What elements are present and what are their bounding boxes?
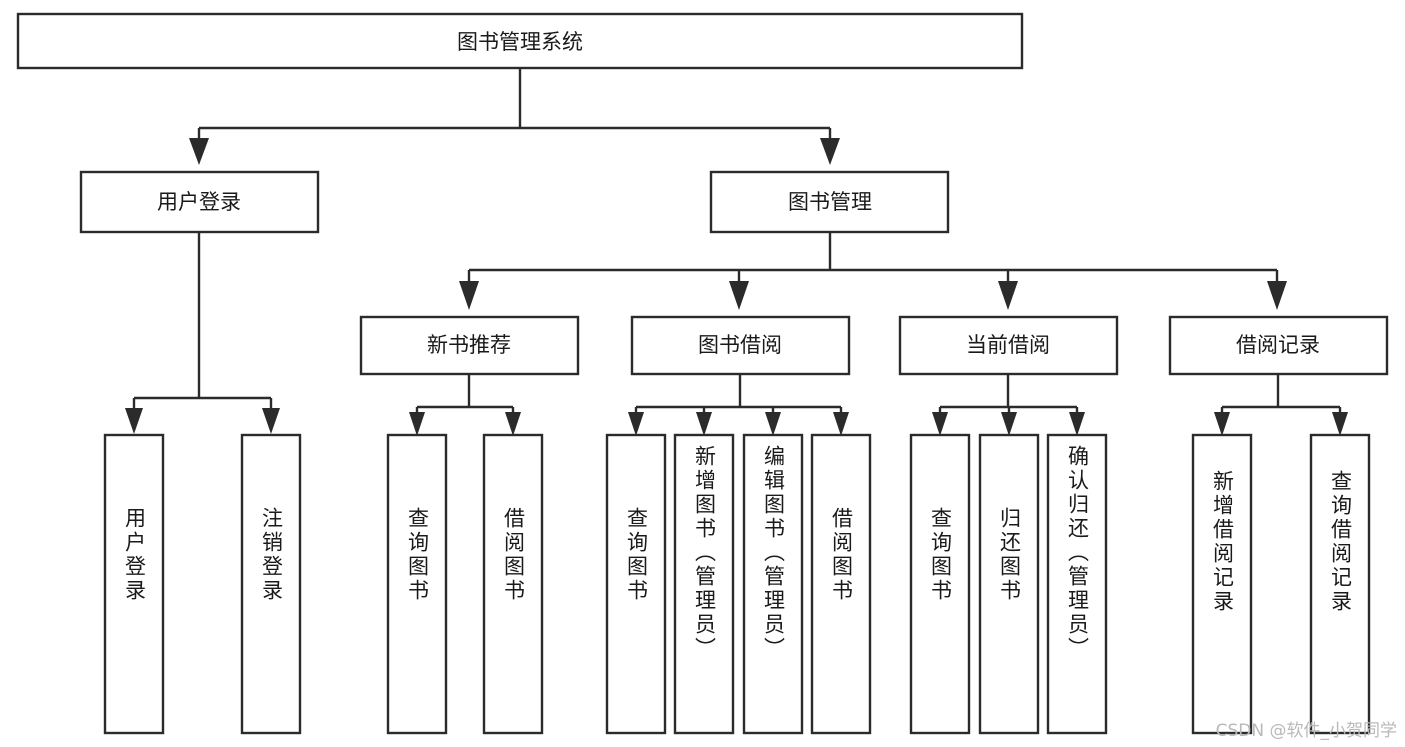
node-current-borrow[interactable]: 当前借阅 [898,315,1119,376]
leaf-box-current-return[interactable] [978,433,1040,735]
node-new-book-recommend-label: 新书推荐 [427,333,511,357]
leaf-box-logout[interactable] [240,433,302,735]
arrow-newbook-child-1-icon [409,412,425,436]
leaf-box-newbook-borrow[interactable] [482,433,544,735]
leaf-box-borrow-query[interactable] [605,433,667,735]
node-current-borrow-box[interactable] [898,315,1119,376]
leaf-box-borrow-edit[interactable] [742,433,804,735]
leaf-box-current-query[interactable] [909,433,971,735]
arrow-borrow-child-1-icon [628,412,644,436]
node-current-borrow-label: 当前借阅 [966,333,1050,357]
arrow-borrow-child-2-icon [696,412,712,436]
node-book-manage[interactable]: 图书管理 [709,170,950,234]
arrow-user-login-child-2-icon [262,408,280,434]
arrow-to-record-icon [1267,281,1287,310]
node-book-borrow-label: 图书借阅 [698,333,782,357]
leaf-box-record-add[interactable] [1191,433,1253,735]
arrow-borrow-child-4-icon [833,412,849,436]
node-new-book-recommend-box[interactable] [359,315,580,376]
node-borrow-record-label: 借阅记录 [1236,333,1320,357]
arrow-newbook-child-2-icon [505,412,521,436]
node-book-borrow[interactable]: 图书借阅 [630,315,851,376]
leaf-box-borrow-add[interactable] [673,433,735,735]
arrow-user-login-child-1-icon [125,408,143,434]
arrow-borrow-child-3-icon [765,412,781,436]
leaf-box-record-query[interactable] [1309,433,1371,735]
leaf-box-user-login[interactable] [103,433,165,735]
arrow-to-current-icon [998,281,1018,310]
arrow-to-borrow-icon [729,281,749,310]
arrow-root-to-book-icon [820,138,840,165]
arrow-current-child-2-icon [1001,412,1017,436]
arrow-record-child-1-icon [1214,412,1230,436]
node-borrow-record[interactable]: 借阅记录 [1168,315,1389,376]
node-root-box[interactable] [16,12,1024,70]
arrow-record-child-2-icon [1332,412,1348,436]
node-root-label: 图书管理系统 [457,30,583,54]
node-book-manage-label: 图书管理 [788,190,872,214]
leaf-box-borrow-lend[interactable] [810,433,872,735]
leaf-box-current-confirm[interactable] [1046,433,1108,735]
node-book-borrow-box[interactable] [630,315,851,376]
arrow-current-child-1-icon [932,412,948,436]
leaf-box-newbook-query[interactable] [386,433,448,735]
arrow-root-to-user-icon [189,138,209,165]
arrow-to-newbook-icon [459,281,479,310]
node-user-login-label: 用户登录 [157,190,241,214]
node-new-book-recommend[interactable]: 新书推荐 [359,315,580,376]
node-borrow-record-box[interactable] [1168,315,1389,376]
arrow-current-child-3-icon [1069,412,1085,436]
node-book-manage-box[interactable] [709,170,950,234]
node-root[interactable]: 图书管理系统 [16,12,1024,70]
node-user-login[interactable]: 用户登录 [79,170,320,234]
